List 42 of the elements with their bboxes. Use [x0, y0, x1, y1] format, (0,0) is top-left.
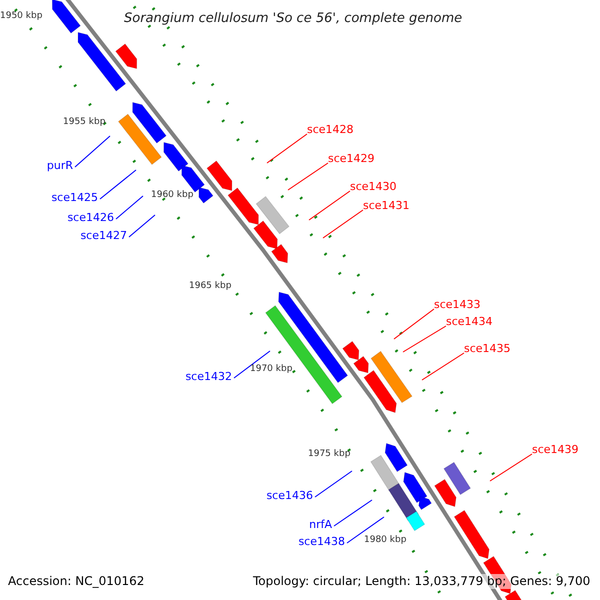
- gene-label: sce1436: [266, 489, 313, 503]
- position-label: 1970 kbp: [250, 364, 292, 376]
- leader-line: [116, 196, 144, 220]
- leader-line: [100, 170, 136, 200]
- leader-line: [128, 214, 156, 238]
- leader-line: [234, 350, 270, 378]
- leader-line: [322, 210, 364, 238]
- leader-line: [266, 134, 308, 164]
- leader-line: [314, 470, 352, 498]
- gene-label: sce1432: [185, 370, 232, 384]
- position-label: 1950 kbp: [0, 11, 42, 22]
- gene-label: sce1439: [532, 443, 579, 457]
- leader-line: [402, 326, 446, 352]
- gene-label: sce1438: [298, 535, 345, 549]
- gene-label: sce1435: [464, 342, 511, 356]
- gene-label: sce1428: [307, 123, 354, 137]
- position-label: 1975 kbp: [308, 449, 350, 460]
- gene-label: sce1429: [328, 152, 375, 166]
- gene-label: sce1425: [51, 191, 98, 205]
- position-label: 1960 kbp: [151, 190, 194, 202]
- position-label: 1955 kbp: [63, 117, 106, 128]
- title: Sorangium cellulosum 'So ce 56', complete genome: [124, 10, 462, 28]
- leader-line: [308, 190, 350, 220]
- genome-info: Accession: NC_010162: [8, 574, 144, 589]
- gene-label: sce1430: [350, 180, 397, 194]
- gene-label: sce1431: [363, 199, 410, 213]
- position-label: 1980 kbp: [364, 535, 406, 546]
- gene-label: nrfA: [309, 518, 332, 532]
- leader-line: [74, 136, 110, 168]
- leader-line: [346, 516, 384, 544]
- leader-line: [422, 352, 464, 380]
- gene-label: sce1434: [446, 315, 493, 329]
- gene-label: sce1426: [67, 211, 114, 225]
- leader-line: [490, 454, 532, 482]
- gene-label: sce1433: [434, 298, 481, 312]
- leader-line: [288, 162, 328, 190]
- leader-line: [334, 500, 372, 526]
- position-label: 1965 kbp: [189, 281, 232, 292]
- genome-info: Topology: circular; Length: 13,033,779 bp; Genes: 9,700: [253, 574, 590, 589]
- gene-label: purR: [46, 159, 73, 173]
- leader-line: [394, 308, 434, 340]
- gene-label: sce1427: [80, 229, 127, 243]
